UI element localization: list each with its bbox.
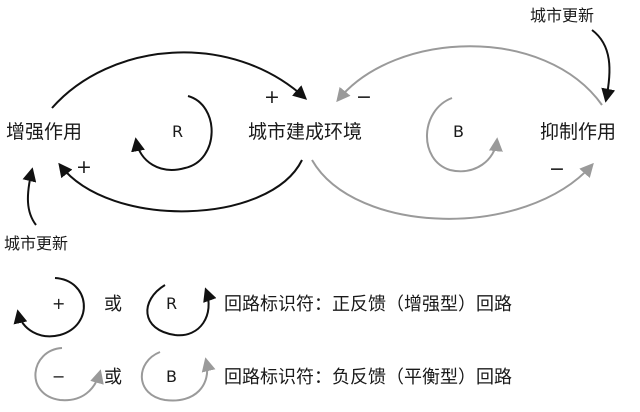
- legend-plus-symbol: +: [52, 294, 66, 313]
- sign-plus-top: +: [264, 86, 280, 108]
- legend-text-negative: 回路标识符：负反馈（平衡型）回路: [224, 367, 512, 388]
- sign-plus-bottom: +: [76, 156, 92, 178]
- arc-right-to-center-top: [336, 45, 603, 106]
- loop-b-icon: [426, 97, 503, 173]
- input-arrow-top-right: [591, 29, 616, 103]
- node-enhance: 增强作用: [6, 121, 83, 143]
- sign-minus-bottom: −: [549, 158, 565, 180]
- legend-minus-loop-icon: [34, 347, 104, 402]
- legend-connector-2: 或: [104, 367, 122, 388]
- loop-r-icon: [131, 95, 213, 171]
- legend-minus-symbol: −: [52, 367, 66, 386]
- external-input-label-bottom: 城市更新: [4, 234, 69, 253]
- legend-r-loop-icon: [146, 284, 217, 337]
- loop-label-b: B: [453, 122, 464, 141]
- arc-center-to-left-bottom: [58, 159, 303, 213]
- legend-b-symbol: B: [166, 367, 177, 386]
- input-arrow-bottom-left: [22, 167, 37, 226]
- loop-label-r: R: [172, 122, 184, 141]
- sign-minus-top: −: [356, 86, 372, 108]
- legend-plus-loop-icon: [13, 277, 85, 338]
- legend-r-symbol: R: [166, 294, 178, 313]
- arc-left-to-center-top: [51, 51, 308, 109]
- arc-center-to-right-bottom: [311, 159, 594, 220]
- external-input-label-top: 城市更新: [530, 6, 595, 25]
- legend-connector-1: 或: [104, 294, 122, 315]
- legend-text-positive: 回路标识符：正反馈（增强型）回路: [224, 294, 512, 315]
- legend-b-loop-icon: [140, 351, 216, 402]
- node-built-environment: 城市建成环境: [248, 121, 363, 143]
- node-suppress: 抑制作用: [540, 121, 617, 143]
